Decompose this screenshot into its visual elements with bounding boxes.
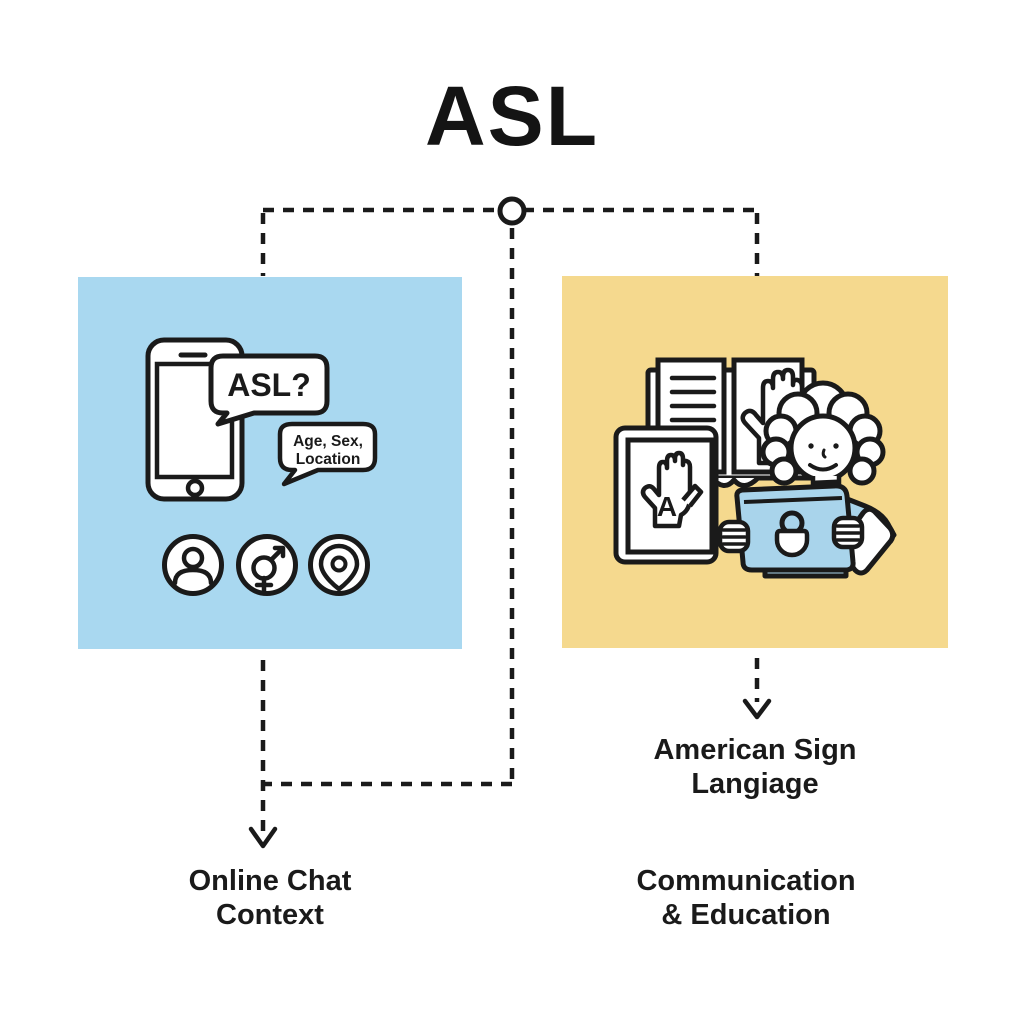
person-icon: [162, 534, 224, 596]
online-chat-illustration: ASL? Age, Sex, Location: [145, 337, 378, 596]
caption-line: Context: [216, 899, 324, 931]
lock-icon: [774, 510, 810, 558]
speech-bubble-icon: Age, Sex, Location: [277, 421, 378, 487]
caption-line: Online Chat: [188, 865, 352, 897]
caption-line: Communication: [636, 865, 856, 897]
nose: [821, 448, 827, 459]
gender-symbol-icon: [236, 534, 298, 596]
speech-bubble-icon: ASL?: [208, 353, 330, 427]
panel-online-chat: ASL? Age, Sex, Location: [78, 277, 462, 649]
arrow-down-icon: [742, 698, 772, 720]
location-pin-icon: [308, 534, 370, 596]
hand-thumb-stroke: [681, 483, 704, 508]
caption-online-chat-context: Online Chat Context: [78, 864, 462, 932]
page-title: ASL: [425, 69, 599, 163]
tablet: [734, 483, 856, 573]
hand: [717, 519, 751, 554]
label-american-sign-language: American Sign Langiage: [562, 733, 948, 801]
panel-sign-language: A: [562, 276, 948, 648]
arrow-down-icon: [248, 826, 278, 849]
label-line: Langiage: [691, 768, 819, 800]
hand: [831, 515, 865, 550]
branch-node-circle: [497, 196, 527, 226]
caption-communication-education: Communication & Education: [554, 864, 938, 932]
eye: [808, 443, 814, 449]
bubble-secondary-line2: Location: [296, 451, 361, 468]
smile: [808, 463, 838, 472]
sign-language-hand-icon: [640, 450, 693, 529]
person-with-tablet-icon: [717, 380, 897, 579]
label-line: American Sign: [653, 734, 857, 766]
eye: [833, 443, 839, 449]
sign-language-illustration: A: [613, 357, 897, 579]
bubble-primary-text: ASL?: [227, 367, 311, 403]
caption-line: & Education: [661, 899, 831, 931]
closed-book-icon: A: [613, 425, 719, 565]
tablet-bezel-line: [743, 496, 843, 504]
bubble-secondary-line1: Age, Sex,: [293, 433, 363, 450]
book-cover-letter: A: [657, 491, 677, 522]
